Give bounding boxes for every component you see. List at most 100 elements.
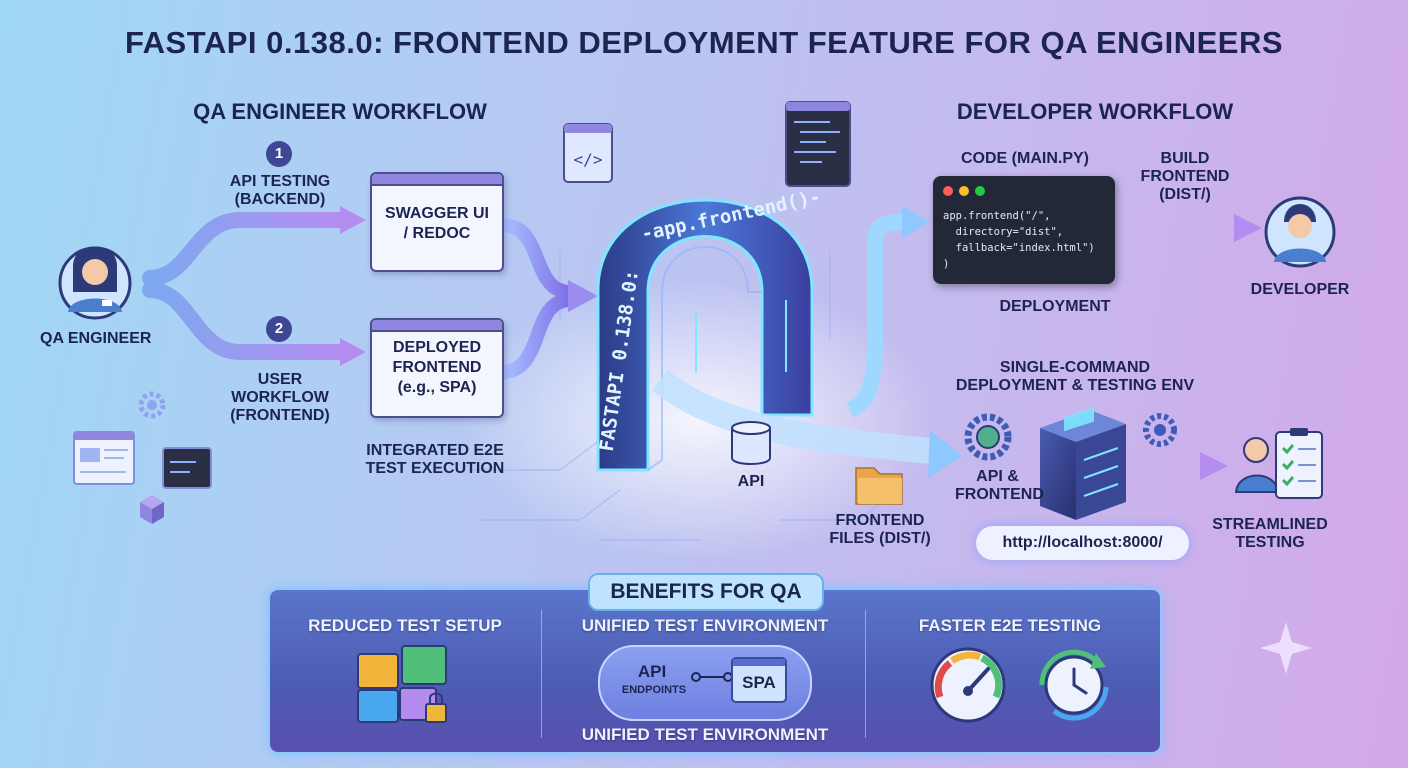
swagger-ui-window[interactable]: SWAGGER UI / REDOC [370,172,504,272]
server-icon [1040,407,1126,520]
api-label: API [737,473,765,490]
benefits-divider-1 [541,610,542,738]
tester-clipboard-icon [1234,428,1323,499]
arrowhead-developer [1234,214,1262,242]
benefit-1-label: REDUCED TEST SETUP [308,616,502,635]
minimize-dot-icon [959,186,969,196]
swagger-window-text: SWAGGER UI / REDOC [372,204,502,244]
arrowhead-swagger [340,206,366,234]
swagger-line-2: / REDOC [403,225,471,242]
benefit-2-caption: UNIFIED TEST ENVIRONMENT [581,725,829,744]
files-line-1: FRONTEND [835,512,925,529]
deploy-title-line-1: SINGLE-COMMAND [999,359,1151,376]
step-2-badge: 2 [266,316,292,342]
files-line-2: FILES (DIST/) [829,529,931,547]
center-glow [460,280,940,560]
code-line-2: directory="dist", [943,226,1064,238]
close-dot-icon [943,186,953,196]
benefit-3-label: FASTER E2E TESTING [918,616,1102,635]
e2e-label: INTEGRATED E2E TEST EXECUTION [345,442,525,478]
build-line-2: FRONTEND [1140,167,1230,185]
benefits-divider-2 [865,610,866,738]
folder-icon [855,467,903,505]
globe-gear-icon [964,413,1012,461]
frontend-window-titlebar [372,320,502,332]
step-1-line-2: (BACKEND) [234,190,326,208]
step-1-line-1: API TESTING [229,173,331,190]
arrow-to-code [846,214,906,418]
localhost-url-badge: http://localhost:8000/ [976,526,1189,560]
fastapi-arch [596,198,814,472]
qa-engineer-avatar [58,246,132,320]
deploy-title-line-2: DEPLOYMENT & TESTING ENV [955,376,1195,394]
streamlined-line-2: TESTING [1235,533,1305,551]
pill-spa-badge: SPA [731,657,787,703]
terminal-window-icon [162,447,212,489]
sparkle-icon [1260,622,1312,674]
floating-code-window-icon [785,101,851,187]
deployment-label: DEPLOYMENT [999,298,1111,315]
build-frontend-label: BUILD FRONTEND (DIST/) [1130,150,1240,204]
step-2-line-3: (FRONTEND) [230,406,330,424]
developer-label: DEVELOPER [1250,281,1350,298]
e2e-line-1: INTEGRATED E2E [366,442,504,459]
deploy-env-title: SINGLE-COMMAND DEPLOYMENT & TESTING ENV [940,359,1210,395]
streamlined-testing-label: STREAMLINED TESTING [1205,516,1335,552]
api-frontend-line-1: API & [976,468,1019,485]
arrow-to-frontend [142,282,348,360]
arrow-to-swagger [142,212,348,286]
api-frontend-line-2: FRONTEND [955,485,1044,503]
settings-gear-icon [1143,413,1177,447]
api-frontend-label: API & FRONTEND [955,468,1044,504]
database-icon [731,421,771,465]
frontend-window-text: DEPLOYED FRONTEND (e.g., SPA) [372,338,502,398]
arrow-frontend-arch [501,293,571,379]
developer-workflow-heading: DEVELOPER WORKFLOW [956,99,1234,124]
code-line-1: app.frontend("/", [943,210,1051,222]
puzzle-icon [357,645,447,723]
rising-accent-arrows [695,300,787,372]
cube-icon [140,495,164,524]
gear-icon [138,391,166,419]
e2e-line-2: TEST EXECUTION [365,459,505,477]
page-title: FASTAPI 0.138.0: FRONTEND DEPLOYMENT FEA… [124,25,1284,60]
qa-engineer-label: QA ENGINEER [40,330,152,347]
connector-icon [691,672,733,682]
maximize-dot-icon [975,186,985,196]
arrow-swagger-arch [501,218,571,299]
step-1-badge: 1 [266,141,292,167]
sweep-arrowhead [928,430,962,478]
swagger-window-titlebar [372,174,502,186]
qa-workflow-heading: QA ENGINEER WORKFLOW [193,99,487,124]
arrowhead-frontend [340,338,366,366]
arrowhead-testing [1200,452,1228,480]
arrowhead-code [902,206,930,238]
build-line-3: (DIST/) [1159,185,1211,203]
speedometer-icon [930,647,1109,723]
build-line-1: BUILD [1160,150,1210,167]
developer-avatar [1264,196,1336,268]
step-2-label: USER WORKFLOW (FRONTEND) [205,371,355,425]
streamlined-line-1: STREAMLINED [1212,516,1328,533]
arch-inner-edge [647,246,762,471]
sweep-arrow [651,369,942,465]
code-line-4: ) [943,258,950,270]
frontend-line-3: (e.g., SPA) [397,379,477,396]
pill-api-label: API [637,662,667,681]
clock-refresh-icon [1039,649,1109,721]
swagger-line-1: SWAGGER UI [384,205,489,222]
frontend-line-1: DEPLOYED [392,339,481,356]
code-tag-window-icon: </> [563,123,613,183]
frontend-line-2: FRONTEND [392,359,482,376]
benefits-title: BENEFITS FOR QA [588,573,824,611]
pill-endpoints-label: ENDPOINTS [621,684,687,696]
code-title: CODE (MAIN.PY) [961,150,1089,167]
arrowhead-arch [568,280,598,312]
browser-window-icon [73,431,135,485]
svg-text:</>: </> [574,150,603,169]
step-2-line-1: USER [257,371,303,388]
deployed-frontend-window[interactable]: DEPLOYED FRONTEND (e.g., SPA) [370,318,504,418]
benefit-2-label: UNIFIED TEST ENVIRONMENT [581,616,829,635]
